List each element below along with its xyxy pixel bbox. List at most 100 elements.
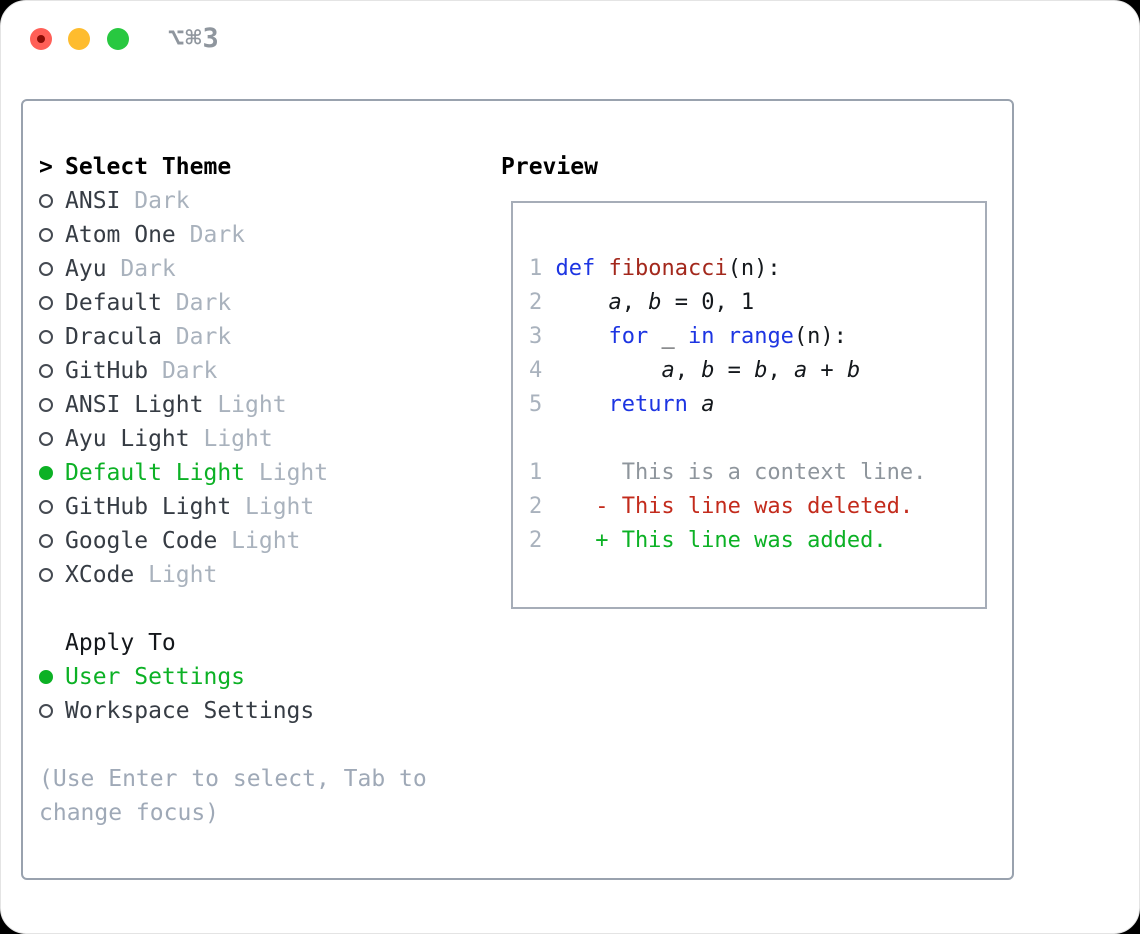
code-line-text: - This line was deleted.	[555, 494, 913, 519]
code-token: fibonacci	[608, 256, 728, 281]
apply-option-label: User Settings	[65, 664, 246, 690]
radio-unselected-icon	[39, 364, 53, 378]
theme-name: Ayu	[65, 256, 121, 282]
apply-option-workspace-settings[interactable]: Workspace Settings	[39, 694, 427, 728]
code-token: b	[754, 358, 768, 383]
theme-option-ayu-light[interactable]: Ayu Light Light	[39, 422, 427, 456]
theme-option-ansi[interactable]: ANSI Dark	[39, 184, 427, 218]
window-title: ⌥⌘3	[168, 23, 220, 54]
line-number: 1	[529, 256, 543, 281]
radio-cell	[39, 466, 65, 480]
line-number: 2	[529, 290, 543, 315]
help-text-line-2: change focus)	[39, 800, 220, 826]
titlebar: ⌥⌘3	[1, 1, 1139, 79]
theme-option-atom-one[interactable]: Atom One Dark	[39, 218, 427, 252]
theme-tag: Light	[148, 562, 218, 588]
radio-selected-icon	[39, 466, 53, 480]
theme-tag: Light	[231, 528, 301, 554]
theme-option-default[interactable]: Default Dark	[39, 286, 427, 320]
theme-name: Default	[65, 290, 176, 316]
code-token: b	[648, 290, 662, 315]
radio-cell	[39, 228, 65, 242]
line-number: 5	[529, 392, 543, 417]
theme-tag: Dark	[134, 188, 190, 214]
code-token: b	[701, 358, 715, 383]
code-token: (n):	[727, 256, 781, 281]
cursor-icon: >	[39, 154, 53, 180]
theme-option-dracula[interactable]: Dracula Dark	[39, 320, 427, 354]
theme-option-xcode[interactable]: XCode Light	[39, 558, 427, 592]
radio-unselected-icon	[39, 262, 53, 276]
theme-name: Default Light	[65, 460, 259, 486]
radio-unselected-icon	[39, 194, 53, 208]
radio-unselected-icon	[39, 704, 53, 718]
code-line: 4 a, b = b, a + b	[529, 354, 985, 388]
help-text-line-1: (Use Enter to select, Tab to	[39, 766, 427, 792]
radio-unselected-icon	[39, 568, 53, 582]
radio-cell	[39, 296, 65, 310]
theme-option-google-code[interactable]: Google Code Light	[39, 524, 427, 558]
code-line-text: + This line was added.	[555, 528, 886, 553]
theme-list-header: > Select Theme	[39, 150, 427, 184]
preview-title: Preview	[501, 154, 598, 180]
theme-list-title: Select Theme	[65, 154, 232, 180]
minimize-button[interactable]	[68, 28, 90, 50]
zoom-button[interactable]	[107, 28, 129, 50]
code-token: This is a context line.	[555, 460, 927, 485]
radio-unselected-icon	[39, 228, 53, 242]
code-token: return	[608, 392, 688, 417]
code-line: 3 for _ in range(n):	[529, 320, 985, 354]
theme-tag: Dark	[175, 290, 232, 316]
radio-cell	[39, 670, 65, 684]
radio-cell	[39, 262, 65, 276]
radio-unselected-icon	[39, 534, 53, 548]
code-token: _	[648, 324, 688, 349]
code-line-text: a, b = b, a + b	[555, 358, 860, 383]
code-token	[555, 290, 608, 315]
theme-tag: Light	[203, 426, 273, 452]
code-token: ,	[767, 358, 794, 383]
theme-tag: Light	[258, 460, 329, 486]
theme-tag: Light	[217, 392, 287, 418]
line-number: 4	[529, 358, 543, 383]
theme-name: Google Code	[65, 528, 232, 554]
radio-unselected-icon	[39, 500, 53, 514]
theme-option-github-light[interactable]: GitHub Light Light	[39, 490, 427, 524]
code-line	[529, 422, 985, 456]
code-token: a	[608, 290, 622, 315]
apply-option-user-settings[interactable]: User Settings	[39, 660, 427, 694]
radio-cell	[39, 194, 65, 208]
code-token: in	[687, 324, 715, 349]
theme-option-github[interactable]: GitHub Dark	[39, 354, 427, 388]
theme-option-ansi-light[interactable]: ANSI Light Light	[39, 388, 427, 422]
theme-option-default-light[interactable]: Default Light Light	[39, 456, 427, 490]
code-token: ,	[674, 358, 702, 383]
code-line: 2 - This line was deleted.	[529, 490, 985, 524]
theme-name: ANSI	[65, 188, 135, 214]
line-number: 2	[529, 494, 543, 519]
code-line-text: for _ in range(n):	[555, 324, 846, 349]
code-token: b	[846, 358, 861, 383]
close-button[interactable]	[30, 28, 52, 50]
code-token	[555, 392, 608, 417]
theme-name: Ayu Light	[65, 426, 204, 452]
line-number: 1	[529, 460, 543, 485]
code-token: a	[661, 358, 675, 383]
code-token: +	[807, 358, 847, 383]
code-line: 1 This is a context line.	[529, 456, 985, 490]
theme-name: XCode	[65, 562, 149, 588]
theme-option-ayu[interactable]: Ayu Dark	[39, 252, 427, 286]
code-line: 5 return a	[529, 388, 985, 422]
code-token: (n):	[793, 324, 847, 349]
theme-tag: Dark	[120, 256, 176, 282]
radio-cell	[39, 534, 65, 548]
code-line-text: a, b = 0, 1	[555, 290, 754, 315]
spacer	[39, 592, 427, 626]
